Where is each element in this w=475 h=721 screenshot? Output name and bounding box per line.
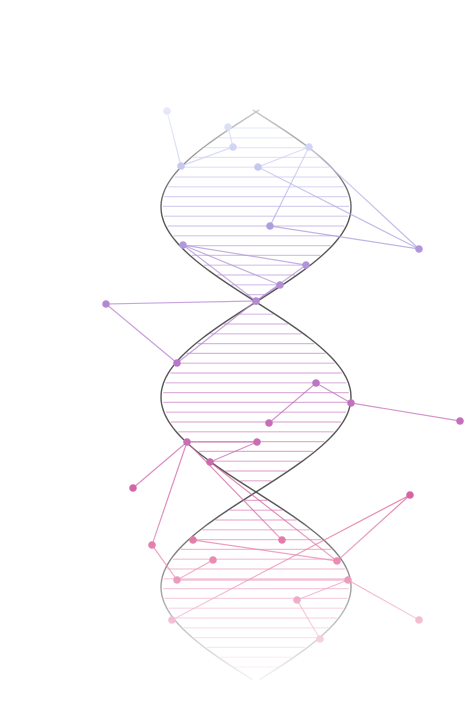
fade-overlay (0, 0, 475, 721)
dna-helix-diagram (0, 0, 475, 721)
